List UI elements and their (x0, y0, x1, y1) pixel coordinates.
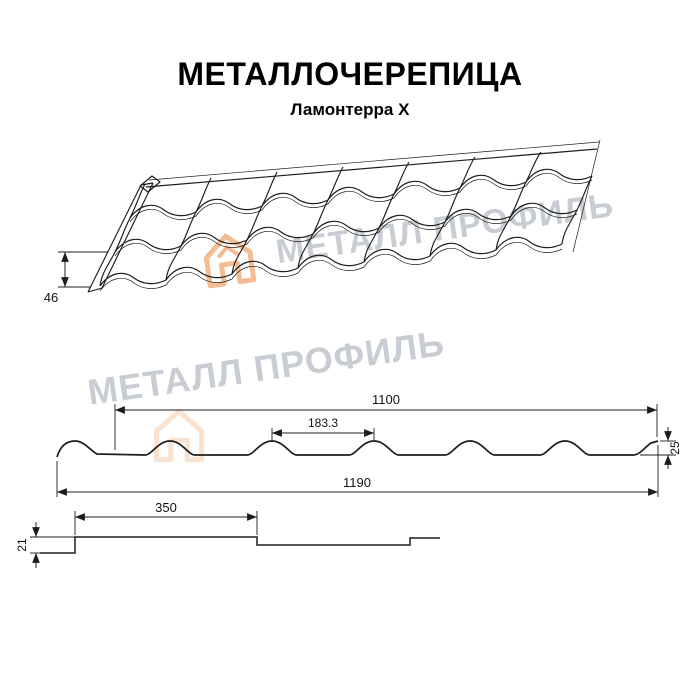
roof-wave-lines (99, 151, 593, 287)
roof-row-edge-shadow (99, 241, 563, 292)
roof-wave-line (495, 151, 542, 251)
dim-25: 25 (640, 427, 682, 469)
rake-inner-line (101, 182, 154, 289)
dim-46: 46 (44, 251, 108, 305)
page-subtitle: Ламонтерра X (290, 100, 410, 119)
dim-profile-height-label: 46 (44, 290, 58, 305)
dim-overall-width-label: 1190 (343, 475, 371, 490)
dim-1100: 1100 (114, 392, 658, 450)
dim-step-height-label: 21 (15, 538, 29, 552)
roof-row-edge (129, 168, 593, 219)
perspective-view: 46 (44, 139, 601, 305)
roof-wave-line (231, 171, 278, 275)
cross-section-profile (56, 440, 659, 458)
ridge-end-cap (139, 175, 161, 193)
rake-board (87, 182, 154, 293)
rake-bottom-edge (87, 287, 103, 293)
cross-section-view: 1100 183.3 25 1190 (56, 392, 682, 497)
logo-house-shape (203, 233, 257, 289)
metall-profil-logo-icon (153, 408, 205, 463)
logo-house-shape (153, 408, 205, 463)
dim-wave-module-label: 183.3 (308, 416, 338, 430)
longitudinal-step-view: 350 21 (15, 500, 440, 568)
roof-row-edge-shadow (129, 172, 593, 223)
roof-wave-line (297, 166, 344, 269)
dim-183-3: 183.3 (271, 416, 375, 440)
dim-cover-width-label: 1100 (372, 392, 400, 407)
roof-row-edge (114, 202, 578, 253)
dim-350: 350 (74, 500, 258, 535)
dim-21: 21 (15, 522, 75, 568)
roof-wave-line (363, 161, 410, 263)
roof-wave-line (165, 177, 212, 281)
rake-outer-line (87, 184, 142, 293)
roof-row-edge-shadow (114, 206, 578, 257)
roof-wave-line (99, 183, 146, 287)
rake-top-edge (140, 182, 154, 186)
dim-profile-depth-label: 25 (668, 441, 682, 455)
ridge-line-top (148, 141, 600, 181)
roof-wave-line (429, 156, 476, 257)
roof-row-edge (99, 236, 563, 287)
step-profile (40, 536, 440, 554)
break-line (572, 139, 601, 253)
ridge-line (145, 148, 598, 188)
dim-1190: 1190 (56, 445, 659, 497)
roof-wave-line (561, 175, 593, 245)
dim-step-length-label: 350 (155, 500, 177, 515)
page-title: МЕТАЛЛОЧЕРЕПИЦА (177, 56, 523, 92)
